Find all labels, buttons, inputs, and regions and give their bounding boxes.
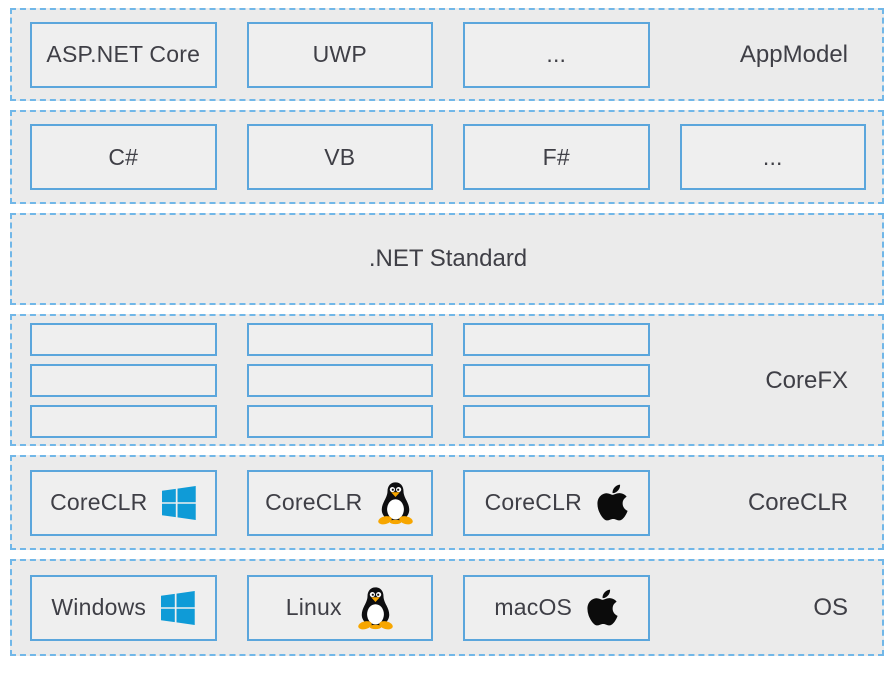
linux-icon <box>357 586 394 630</box>
box-vb: VB <box>246 124 433 190</box>
box-csharp: C# <box>30 124 217 190</box>
box-coreclr-linux: CoreCLR <box>246 469 433 536</box>
corefx-assembly-box <box>463 405 650 438</box>
box-appmodel-ellipsis: ... <box>463 21 650 88</box>
box-label: macOS <box>494 594 573 620</box>
box-label: VB <box>324 143 356 170</box>
box-fsharp: F# <box>463 124 650 190</box>
netstandard-label: .NET Standard <box>368 245 528 272</box>
section-netstandard: .NET Standard <box>10 213 884 305</box>
box-coreclr-macos: CoreCLR <box>463 469 650 536</box>
corefx-assembly-box <box>246 405 433 438</box>
section-label-os: OS <box>813 593 848 621</box>
box-label: F# <box>542 143 570 170</box>
box-os-macos: macOS <box>463 574 650 641</box>
box-label: CoreCLR <box>265 489 363 515</box>
windows-icon <box>162 485 197 520</box>
section-appmodel: ASP.NET Core UWP ... AppModel <box>10 8 884 101</box>
section-corefx: CoreFX <box>10 314 884 446</box>
apple-icon <box>597 482 628 523</box>
section-coreclr: CoreCLR CoreCLR <box>10 455 884 550</box>
box-os-linux: Linux <box>246 574 433 641</box>
box-label: ASP.NET Core <box>46 41 201 67</box>
box-label: UWP <box>312 41 367 67</box>
box-aspnet-core: ASP.NET Core <box>30 21 217 88</box>
windows-icon <box>161 590 195 625</box>
dotnet-architecture-diagram: ASP.NET Core UWP ... AppModel C# VB F# .… <box>10 8 884 656</box>
corefx-assembly-box <box>463 323 650 356</box>
section-label-coreclr: CoreCLR <box>747 488 848 516</box>
corefx-assembly-box <box>30 364 217 397</box>
corefx-assembly-box <box>30 405 217 438</box>
box-label: ... <box>762 143 783 170</box>
box-label: Windows <box>51 594 147 620</box>
box-label: ... <box>546 41 567 67</box>
box-label: Linux <box>285 594 342 620</box>
box-label: C# <box>108 143 139 170</box>
box-languages-ellipsis: ... <box>679 124 866 190</box>
box-label: CoreCLR <box>484 489 582 515</box>
box-os-windows: Windows <box>30 574 217 641</box>
section-label-corefx: CoreFX <box>765 366 848 394</box>
corefx-assembly-box <box>30 323 217 356</box>
corefx-assembly-box <box>463 364 650 397</box>
apple-icon <box>587 587 618 628</box>
box-coreclr-windows: CoreCLR <box>30 469 217 536</box>
section-languages: C# VB F# ... <box>10 110 884 204</box>
corefx-assembly-box <box>246 364 433 397</box>
box-uwp: UWP <box>246 21 433 88</box>
corefx-assembly-box <box>246 323 433 356</box>
section-label-appmodel: AppModel <box>739 40 848 68</box>
linux-icon <box>377 481 414 525</box>
box-label: CoreCLR <box>50 489 148 515</box>
section-os: Windows Linux <box>10 559 884 656</box>
